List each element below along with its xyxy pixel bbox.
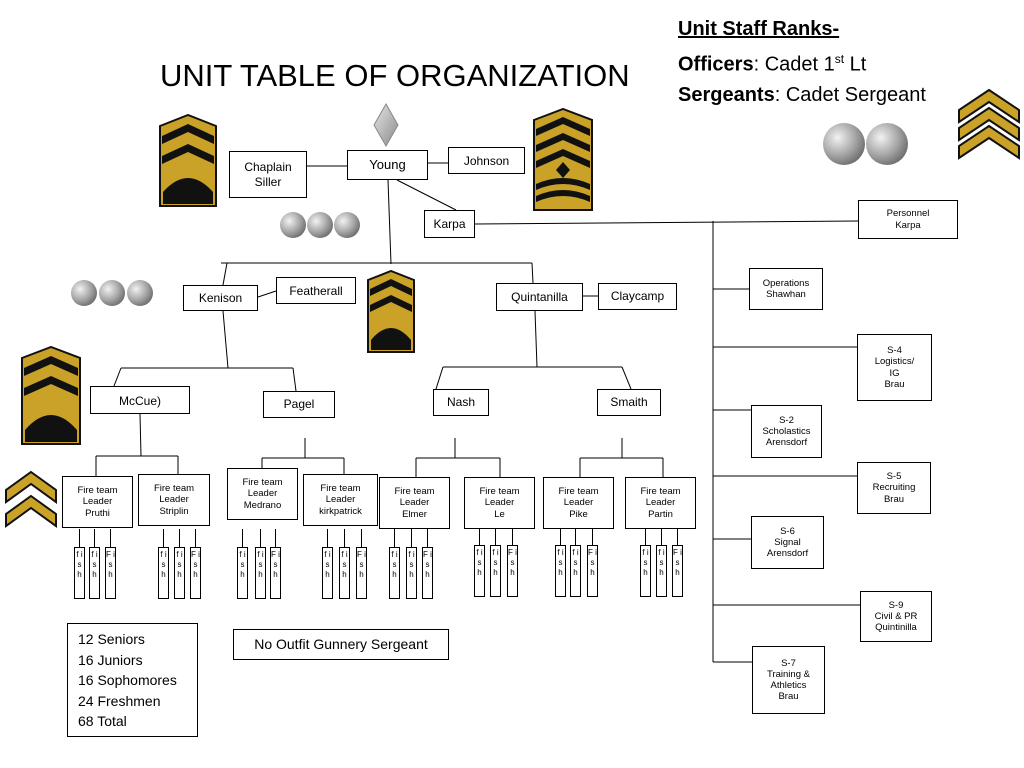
staff-sergeant-chevron-icon: [20, 346, 82, 446]
staff-s6-box: S-6 Signal Arensdorf: [751, 516, 824, 569]
staff-ranks-legend: Unit Staff Ranks- Officers: Cadet 1st Lt…: [678, 14, 926, 110]
fire-team-leader-box: Fire team Leader Pruthi: [62, 476, 133, 528]
three-pip-insignia-icon: [279, 210, 361, 240]
commander-box: Young: [347, 150, 428, 180]
squad-2-2-leader: Smaith: [597, 389, 661, 416]
sergeants-rank-line: Sergeants: Cadet Sergeant: [678, 80, 926, 110]
sergeant-chevron-icon: [957, 88, 1021, 160]
first-sergeant-box: Karpa: [424, 210, 475, 238]
officers-rank-line: Officers: Cadet 1st Lt: [678, 44, 926, 80]
fish-box: F i s h: [672, 545, 683, 597]
fish-box: f i s h: [339, 547, 350, 599]
platoon-2-sergeant: Claycamp: [598, 283, 677, 310]
gunnery-note-box: No Outfit Gunnery Sergeant: [233, 629, 449, 660]
fish-box: f i s h: [570, 545, 581, 597]
executive-box: Johnson: [448, 147, 525, 174]
corporal-chevron-icon: [4, 470, 58, 534]
fish-box: f i s h: [640, 545, 651, 597]
staff-s5-box: S-5 Recruiting Brau: [857, 462, 931, 514]
fish-box: F i s h: [587, 545, 598, 597]
fish-box: f i s h: [158, 547, 169, 599]
enrollment-totals: 12 Seniors 16 Juniors 16 Sophomores 24 F…: [67, 623, 198, 737]
fish-box: f i s h: [322, 547, 333, 599]
staff-s7-box: S-7 Training & Athletics Brau: [752, 646, 825, 714]
diamond-insignia-icon: [373, 103, 399, 147]
staff-s4-box: S-4 Logistics/ IG Brau: [857, 334, 932, 401]
fish-box: f i s h: [255, 547, 266, 599]
fish-box: F i s h: [190, 547, 201, 599]
squad-1-2-leader: Pagel: [263, 391, 335, 418]
fish-box: f i s h: [490, 545, 501, 597]
fire-team-leader-box: Fire team Leader kirkpatrick: [303, 474, 378, 526]
staff-ranks-heading: Unit Staff Ranks-: [678, 18, 840, 40]
sergeants-value: : Cadet Sergeant: [774, 83, 926, 106]
officers-label: Officers: [678, 53, 754, 76]
three-pip-insignia-icon: [70, 278, 154, 308]
fire-team-leader-box: Fire team Leader Pike: [543, 477, 614, 529]
fish-box: F i s h: [270, 547, 281, 599]
squad-1-1-leader: McCue): [90, 386, 190, 414]
fish-box: f i s h: [89, 547, 100, 599]
staff-sergeant-chevron-icon: [158, 114, 218, 208]
squad-2-1-leader: Nash: [433, 389, 489, 416]
staff-s2-box: S-2 Scholastics Arensdorf: [751, 405, 822, 458]
fish-box: f i s h: [389, 547, 400, 599]
officers-superscript: st: [834, 52, 845, 66]
chaplain-box: Chaplain Siller: [229, 151, 307, 198]
fish-box: f i s h: [474, 545, 485, 597]
fire-team-leader-box: Fire team Leader Medrano: [227, 468, 298, 520]
fish-box: F i s h: [507, 545, 518, 597]
staff-sergeant-chevron-icon: [366, 270, 416, 354]
fire-team-leader-box: Fire team Leader Le: [464, 477, 535, 529]
platoon-1-leader: Kenison: [183, 285, 258, 311]
fish-box: f i s h: [174, 547, 185, 599]
fire-team-leader-box: Fire team Leader Partin: [625, 477, 696, 529]
staff-s9-box: S-9 Civil & PR Quintinilla: [860, 591, 932, 642]
sergeants-label: Sergeants: [678, 83, 775, 106]
fire-team-leader-box: Fire team Leader Striplin: [138, 474, 210, 526]
fish-box: f i s h: [74, 547, 85, 599]
platoon-2-leader: Quintanilla: [496, 283, 583, 311]
staff-personnel-box: Personnel Karpa: [858, 200, 958, 239]
page-title: UNIT TABLE OF ORGANIZATION: [160, 58, 630, 93]
fish-box: f i s h: [656, 545, 667, 597]
officers-value: : Cadet 1: [753, 53, 835, 76]
fish-box: F i s h: [105, 547, 116, 599]
platoon-1-sergeant: Featherall: [276, 277, 356, 304]
fish-box: F i s h: [356, 547, 367, 599]
fish-box: f i s h: [555, 545, 566, 597]
fish-box: f i s h: [237, 547, 248, 599]
officers-suffix: Lt: [844, 53, 867, 76]
fish-box: f i s h: [406, 547, 417, 599]
staff-operations-box: Operations Shawhan: [749, 268, 823, 310]
fish-box: F i s h: [422, 547, 433, 599]
fire-team-leader-box: Fire team Leader Elmer: [379, 477, 450, 529]
two-pip-insignia-icon: [822, 121, 910, 167]
first-sergeant-chevron-icon: [532, 108, 594, 212]
